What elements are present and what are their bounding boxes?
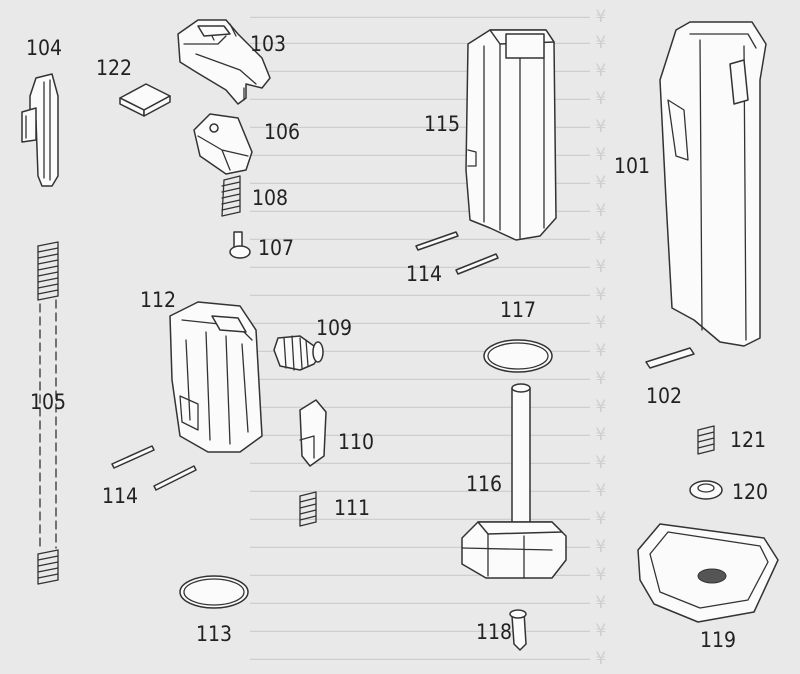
part-label-116: 116 [466, 472, 503, 496]
part-label-120: 120 [732, 480, 769, 504]
part-label-114-left: 114 [102, 484, 139, 508]
part-103-follower [177, 19, 271, 105]
part-label-111: 111 [334, 496, 371, 520]
part-label-107: 107 [258, 236, 295, 260]
part-label-118: 118 [476, 620, 513, 644]
part-102-pin [645, 347, 695, 369]
svg-text:―――――――――――――――――――― ¥: ―――――――――――――――――――― ¥ [250, 313, 606, 333]
part-121-spring [697, 425, 715, 455]
part-116-tube-assembly [461, 383, 567, 579]
part-112-housing [169, 301, 263, 453]
part-label-103: 103 [250, 32, 287, 56]
part-label-122: 122 [96, 56, 133, 80]
part-label-113: 113 [196, 622, 233, 646]
part-113-oring [179, 575, 249, 609]
part-122-plate [119, 83, 171, 117]
part-107-pin [229, 231, 251, 259]
part-118-valve [509, 609, 527, 651]
part-label-117: 117 [500, 298, 537, 322]
part-label-104: 104 [26, 36, 63, 60]
part-115-inner-body [465, 29, 557, 241]
part-label-112: 112 [140, 288, 177, 312]
part-label-102: 102 [646, 384, 683, 408]
part-114-pins-left [111, 445, 197, 491]
part-105-spring [37, 241, 59, 585]
part-label-110: 110 [338, 430, 375, 454]
part-104-latch [21, 73, 59, 187]
part-101-outer-shell [659, 21, 767, 347]
svg-text:―――――――――――――――――――― ¥: ―――――――――――――――――――― ¥ [250, 593, 606, 613]
part-label-121: 121 [730, 428, 767, 452]
part-117-oring [483, 339, 553, 373]
part-120-washer [689, 480, 723, 500]
part-label-115: 115 [424, 112, 461, 136]
part-label-101: 101 [614, 154, 651, 178]
part-110-clip [299, 399, 327, 467]
part-label-108: 108 [252, 186, 289, 210]
svg-text:―――――――――――――――――――― ¥: ―――――――――――――――――――― ¥ [250, 257, 606, 277]
part-label-106: 106 [264, 120, 301, 144]
part-label-119: 119 [700, 628, 737, 652]
part-119-base-plate [637, 523, 779, 623]
svg-text:―――――――――――――――――――― ¥: ―――――――――――――――――――― ¥ [250, 285, 606, 305]
part-label-105: 105 [30, 390, 67, 414]
part-label-109: 109 [316, 316, 353, 340]
part-label-114-right: 114 [406, 262, 443, 286]
svg-text:―――――――――――――――――――― ¥: ―――――――――――――――――――― ¥ [250, 649, 606, 669]
part-114-pins-right [415, 231, 499, 275]
svg-text:―――――――――――――――――――― ¥: ―――――――――――――――――――― ¥ [250, 7, 606, 27]
part-109-valve [273, 335, 324, 371]
part-108-spring [221, 175, 241, 217]
part-111-spring [299, 491, 317, 527]
part-106-block [193, 113, 253, 175]
